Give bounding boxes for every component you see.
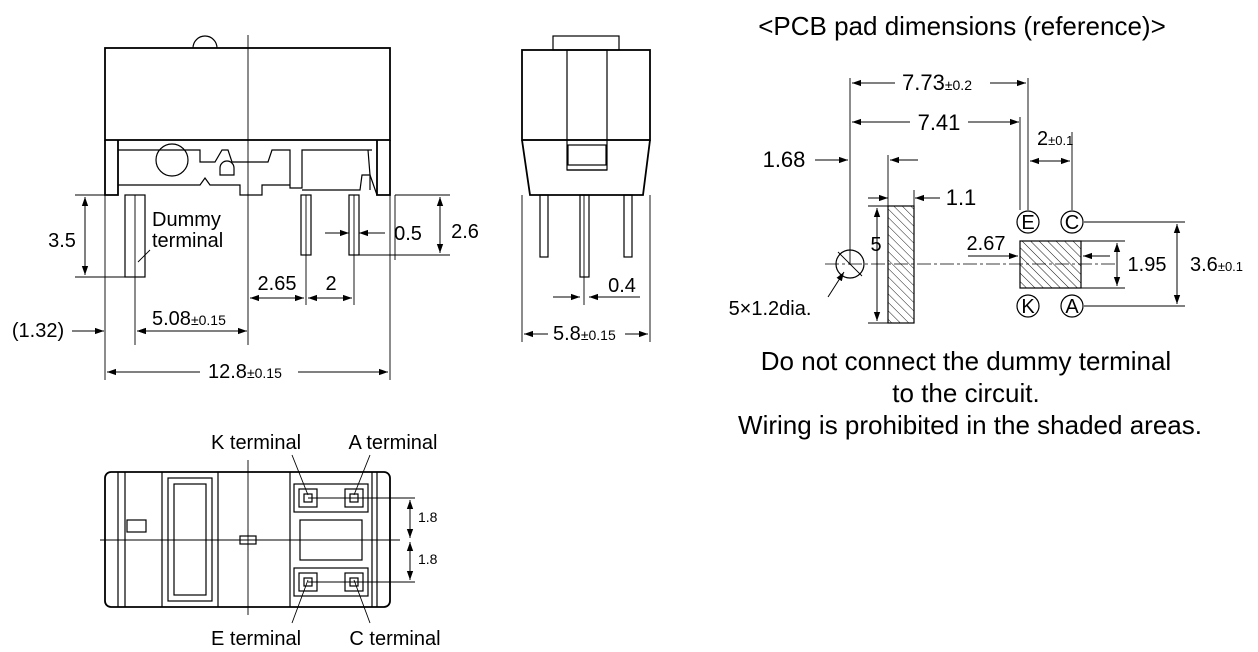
pad-label-e xyxy=(1016,210,1040,234)
note-line-1: Do not connect the dummy terminal xyxy=(761,346,1171,376)
dummy-label-line1: Dummy xyxy=(152,209,221,231)
pad-label-a xyxy=(1060,294,1084,318)
bottom-view: K terminal A terminal E terminal C termi… xyxy=(100,432,441,650)
dim-1-95: 1.95 xyxy=(1128,254,1167,276)
pad-label-c xyxy=(1060,210,1084,234)
hole-label: 5×1.2dia. xyxy=(729,298,812,320)
dim-0-4: 0.4 xyxy=(608,275,636,297)
side-view: 0.4 5.8±0.15 xyxy=(521,35,651,345)
pad-label-c-text: C xyxy=(1065,212,1079,234)
dim-2-pcb: 2±0.1 xyxy=(1037,128,1073,150)
dim-1-8-bottom: 1.8 xyxy=(418,551,438,567)
e-terminal-label: E terminal xyxy=(211,628,301,650)
dim-2-65: 2.65 xyxy=(258,273,297,295)
pcb-title: <PCB pad dimensions (reference)> xyxy=(758,11,1166,41)
dim-7-41: 7.41 xyxy=(918,110,961,135)
dim-1-32: (1.32) xyxy=(12,320,64,342)
dim-3-6: 3.6±0.1 xyxy=(1190,254,1243,276)
k-terminal-label: K terminal xyxy=(211,432,301,454)
pad-label-k xyxy=(1016,294,1040,318)
front-view: 3.5 Dummy terminal 0.5 2.6 2.65 2 (1.32)… xyxy=(12,35,479,383)
dim-1-68: 1.68 xyxy=(763,147,806,172)
dim-5-08: 5.08±0.15 xyxy=(152,308,226,330)
notes: Do not connect the dummy terminal to the… xyxy=(738,346,1202,440)
dim-5-pcb: 5 xyxy=(870,234,881,256)
dim-2-67: 2.67 xyxy=(967,233,1006,255)
a-terminal-label: A terminal xyxy=(349,432,438,454)
dim-12-8: 12.8±0.15 xyxy=(208,361,282,383)
pcb-pad-view: <PCB pad dimensions (reference)> 7.73±0.… xyxy=(729,11,1243,324)
dummy-label-line2: terminal xyxy=(152,230,223,252)
note-line-3: Wiring is prohibited in the shaded areas… xyxy=(738,410,1202,440)
c-terminal-label: C terminal xyxy=(349,628,440,650)
pad-label-k-text: K xyxy=(1021,296,1035,318)
dim-2: 2 xyxy=(325,273,336,295)
dim-3-5: 3.5 xyxy=(48,230,76,252)
dim-5-8: 5.8±0.15 xyxy=(553,323,616,345)
pad-label-a-text: A xyxy=(1065,296,1079,318)
dim-7-73: 7.73±0.2 xyxy=(902,70,972,95)
dim-0-5: 0.5 xyxy=(394,223,422,245)
pad-label-e-text: E xyxy=(1021,212,1034,234)
dim-1-1: 1.1 xyxy=(946,185,977,210)
dim-2-6: 2.6 xyxy=(451,221,479,243)
dim-1-8-top: 1.8 xyxy=(418,509,438,525)
note-line-2: to the circuit. xyxy=(892,378,1039,408)
